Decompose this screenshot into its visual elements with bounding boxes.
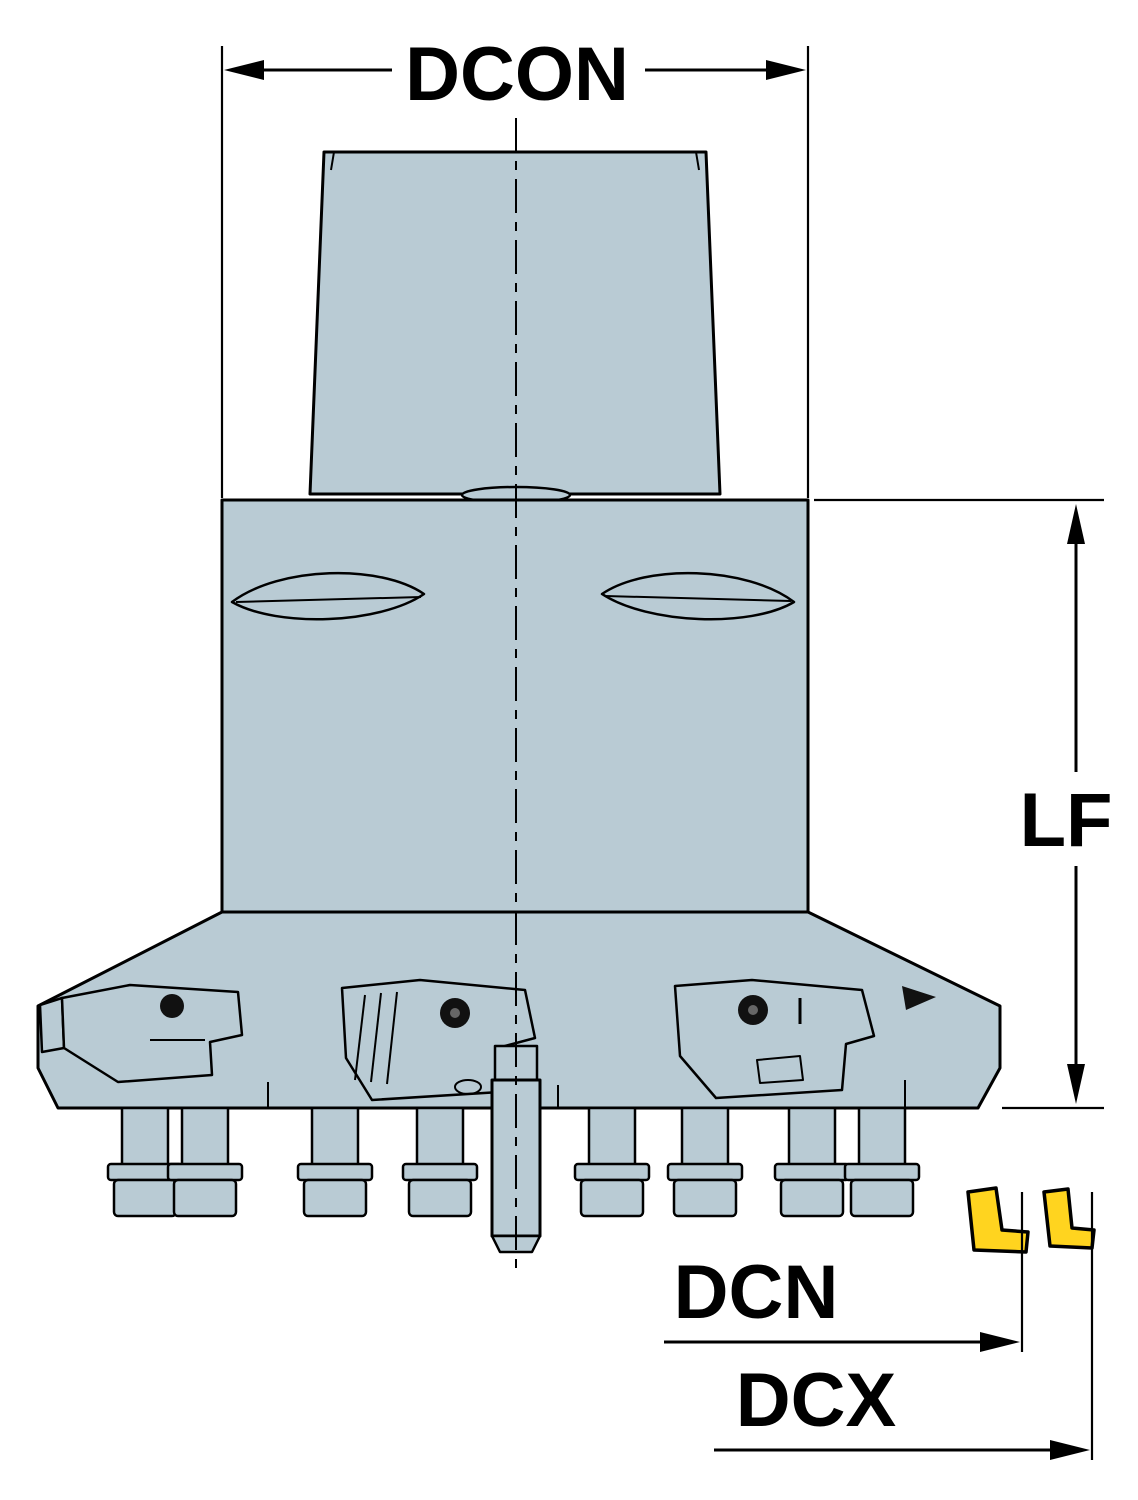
dcon-arrow-left (224, 60, 264, 80)
dcn-arrow-right (980, 1332, 1020, 1352)
mounting-bolts (106, 1106, 921, 1218)
insert-pocket-left (38, 983, 244, 1084)
lf-arrow-down (1067, 1064, 1085, 1104)
dcn-label: DCN (674, 1250, 839, 1335)
lf-label: LF (1020, 778, 1113, 863)
insert-pocket-center (340, 978, 537, 1102)
dcon-dimension: DCON (220, 32, 810, 498)
insert-tip-right-icon (902, 986, 936, 1010)
lf-arrow-up (1067, 504, 1085, 544)
dcn-dimension: DCN (664, 1192, 1024, 1352)
lf-dimension: LF (814, 498, 1113, 1110)
left-slot (230, 571, 426, 621)
insert-yellow-right (1042, 1187, 1096, 1250)
dcx-arrow-right (1050, 1440, 1090, 1460)
insert-pocket-right (673, 978, 876, 1100)
dcx-dimension: DCX (714, 1192, 1094, 1460)
dcon-label: DCON (405, 32, 629, 117)
clamp-screw-icon (160, 994, 184, 1018)
right-slot (600, 571, 796, 621)
insert-profiles (966, 1186, 1096, 1254)
dcx-label: DCX (736, 1358, 897, 1443)
insert-yellow-left (966, 1186, 1030, 1254)
dcon-arrow-right (766, 60, 806, 80)
